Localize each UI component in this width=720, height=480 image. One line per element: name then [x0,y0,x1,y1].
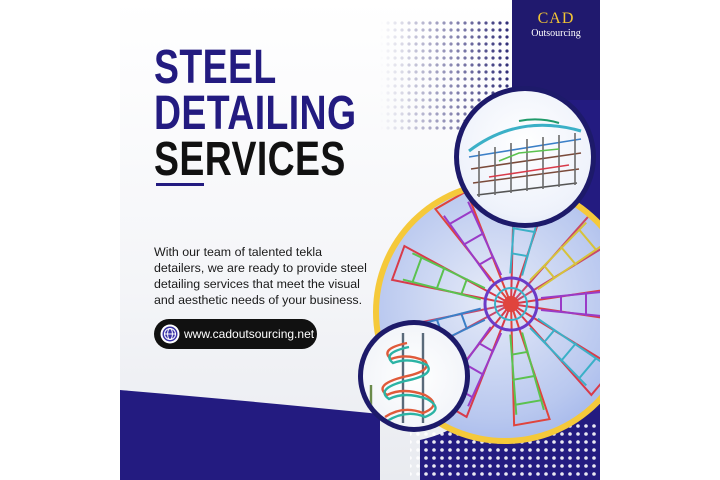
website-link-button[interactable]: www.cadoutsourcing.net [154,319,317,349]
radial-dome-steel-image [379,186,600,438]
bottom-wave [120,390,380,480]
brand-panel [512,0,600,100]
globe-icon [160,324,180,344]
headline-underline [156,183,204,186]
brand-logo-name: CAD [537,10,575,27]
headline-line-1: STEEL [154,41,277,94]
poster: CAD Outsourcing STEEL DETAILING SERVICES… [120,0,600,480]
steel-building-frame-image [459,91,591,223]
website-url: www.cadoutsourcing.net [184,327,315,341]
description-text: With our team of talented tekla detailer… [154,245,367,307]
spiral-staircase-steel-image [363,325,465,427]
brand-logo-subtitle: Outsourcing [531,28,581,39]
headline-line-3: SERVICES [154,133,346,186]
headline-line-2: DETAILING [154,87,357,140]
